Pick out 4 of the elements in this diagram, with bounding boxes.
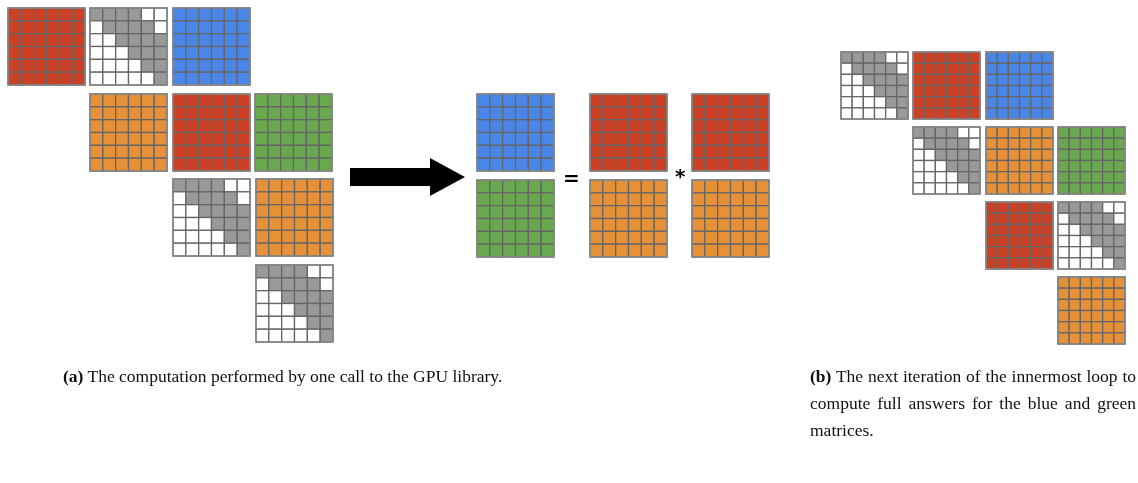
multiplication-sign: * [675, 166, 686, 186]
figure-caption: (a) The computation performed by one call to the GPU library. [63, 365, 504, 388]
figure-caption: (b) The next iteration of the innermost loop to compute full answers for the blue and green matrices. [810, 365, 1136, 442]
equals-sign: = [563, 168, 580, 188]
